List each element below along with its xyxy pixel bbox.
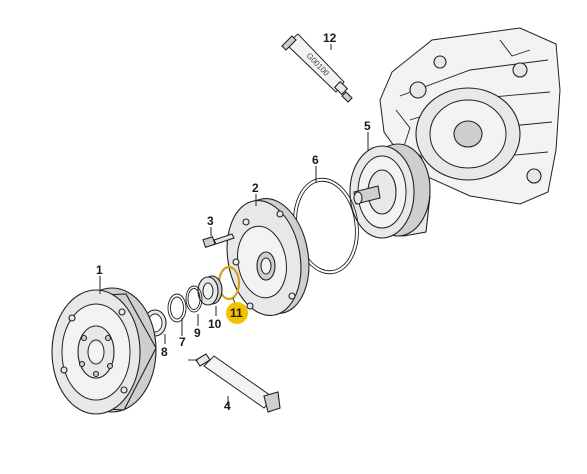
transmission-housing bbox=[379, 27, 561, 205]
callout-5: 5 bbox=[364, 119, 371, 133]
part-5-clutch-drum bbox=[349, 143, 431, 239]
callout-3: 3 bbox=[207, 214, 214, 228]
callout-1: 1 bbox=[96, 263, 103, 277]
callout-11: 11 bbox=[230, 306, 243, 320]
part-3-bolt bbox=[202, 233, 235, 249]
leader-lines bbox=[99, 44, 369, 406]
callout-12: 12 bbox=[323, 31, 337, 45]
part-2-pump-cover bbox=[226, 197, 310, 317]
callouts: 1 2 3 4 5 6 7 8 9 10 11 12 bbox=[96, 31, 371, 413]
part-1-flywheel bbox=[51, 287, 157, 415]
part-9-snap-ring bbox=[185, 285, 203, 313]
callout-6: 6 bbox=[312, 153, 319, 167]
callout-2: 2 bbox=[252, 181, 259, 195]
part-4-sealant-tube bbox=[188, 353, 281, 413]
callout-4: 4 bbox=[224, 399, 231, 413]
callout-10: 10 bbox=[208, 317, 222, 331]
part-7-circlip bbox=[167, 293, 187, 323]
part-10-shaft-seal bbox=[197, 275, 223, 306]
callout-8: 8 bbox=[161, 345, 168, 359]
callout-11-badge bbox=[226, 302, 248, 324]
callout-9: 9 bbox=[194, 326, 201, 340]
part-12-sealant-tube: G00100 bbox=[281, 33, 353, 103]
callout-7: 7 bbox=[179, 335, 186, 349]
